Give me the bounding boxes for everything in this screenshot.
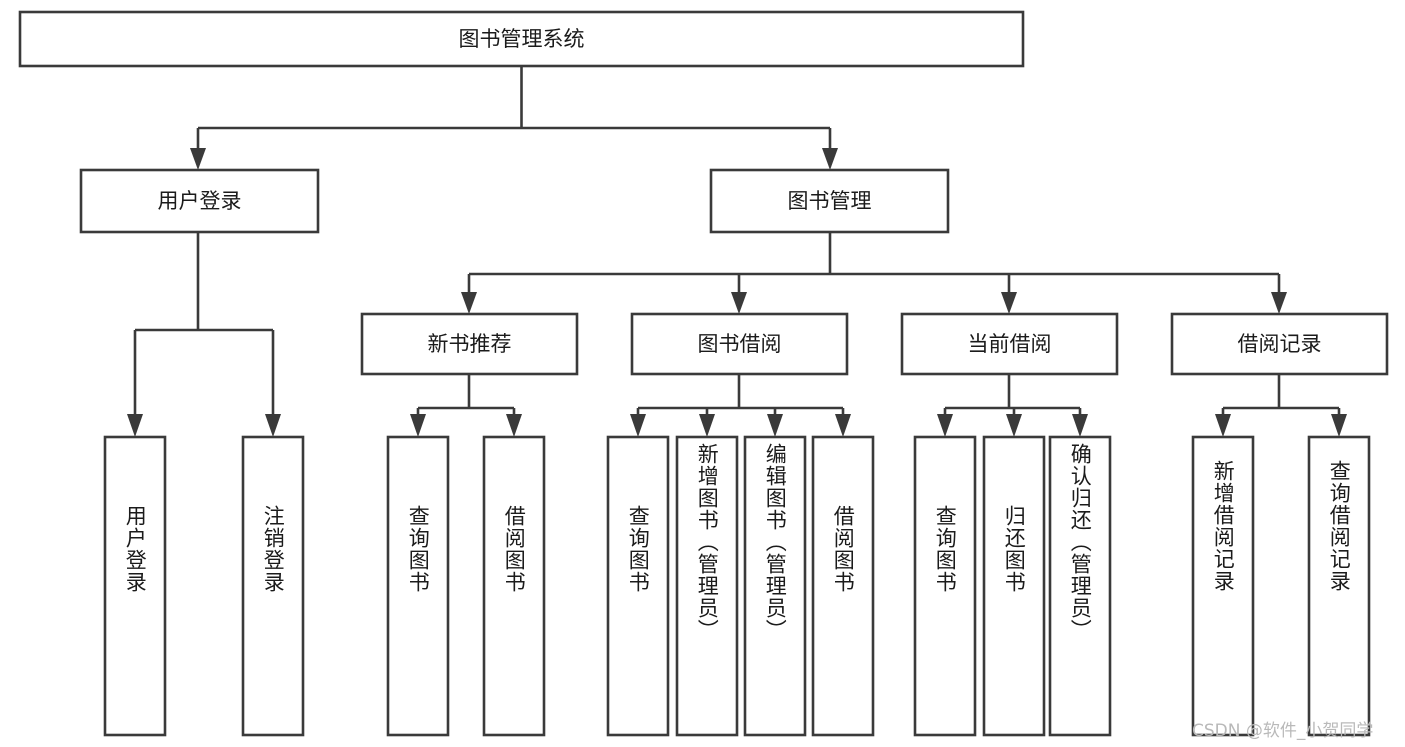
node-leaf-return-book[interactable] <box>982 435 1046 737</box>
arrow-head-borrow <box>731 292 747 314</box>
node-new-book-recommend-label: 新书推荐 <box>428 332 512 356</box>
node-current-borrow-label: 当前借阅 <box>968 332 1052 356</box>
arrow-head-current <box>1001 292 1017 314</box>
node-book-management[interactable] <box>709 168 950 234</box>
connector-group-user-login <box>127 232 281 437</box>
connector-group-borrow-leaves <box>630 374 851 437</box>
arrow-head-user-login <box>190 148 206 170</box>
connector-group-records-leaves <box>1215 374 1347 437</box>
arrow-head-book-mgmt <box>822 148 838 170</box>
arrow-head-br-leaf-3 <box>767 414 783 437</box>
node-root-label: 图书管理系统 <box>459 27 585 51</box>
node-leaf-query-book-nb[interactable] <box>386 435 450 737</box>
arrow-head-nb-leaf-2 <box>506 414 522 437</box>
node-current-borrow[interactable] <box>900 312 1119 376</box>
arrow-head-leaf-user-login <box>127 414 143 437</box>
arrow-head-cu-leaf-1 <box>937 414 953 437</box>
node-leaf-add-book[interactable] <box>675 435 739 737</box>
node-borrow-records-label: 借阅记录 <box>1238 332 1322 356</box>
arrow-head-leaf-logout <box>265 414 281 437</box>
node-root[interactable] <box>18 10 1025 68</box>
arrow-head-br-leaf-2 <box>699 414 715 437</box>
node-book-management-label: 图书管理 <box>788 189 872 213</box>
node-leaf-add-record[interactable] <box>1191 435 1255 737</box>
node-user-login-label: 用户登录 <box>158 189 242 213</box>
arrow-head-br-leaf-1 <box>630 414 646 437</box>
arrow-head-new-book <box>461 292 477 314</box>
node-leaf-query-book-cu[interactable] <box>913 435 977 737</box>
connector-group-book-mgmt <box>461 232 1287 314</box>
node-leaf-borrow-book-br[interactable] <box>811 435 875 737</box>
arrow-head-br-leaf-4 <box>835 414 851 437</box>
connector-group-root <box>190 66 838 170</box>
node-leaf-borrow-book-nb[interactable] <box>482 435 546 737</box>
connector-group-new-book-leaves <box>410 374 522 437</box>
arrow-head-records <box>1271 292 1287 314</box>
arrow-head-rc-leaf-1 <box>1215 414 1231 437</box>
csdn-watermark: CSDN @软件_小贺同学 <box>1192 721 1374 741</box>
node-leaf-edit-book[interactable] <box>743 435 807 737</box>
node-leaf-logout[interactable] <box>241 435 305 737</box>
node-book-borrow[interactable] <box>630 312 849 376</box>
node-leaf-query-book-br[interactable] <box>606 435 670 737</box>
node-leaf-confirm-return[interactable] <box>1048 435 1112 737</box>
node-borrow-records[interactable] <box>1170 312 1389 376</box>
node-leaf-query-record[interactable] <box>1307 435 1371 737</box>
node-book-borrow-label: 图书借阅 <box>698 332 782 356</box>
node-new-book-recommend[interactable] <box>360 312 579 376</box>
arrow-head-nb-leaf-1 <box>410 414 426 437</box>
node-leaf-user-login[interactable] <box>103 435 167 737</box>
node-user-login[interactable] <box>79 168 320 234</box>
arrow-head-rc-leaf-2 <box>1331 414 1347 437</box>
arrow-head-cu-leaf-2 <box>1006 414 1022 437</box>
arrow-head-cu-leaf-3 <box>1072 414 1088 437</box>
connector-group-current-leaves <box>937 374 1088 437</box>
